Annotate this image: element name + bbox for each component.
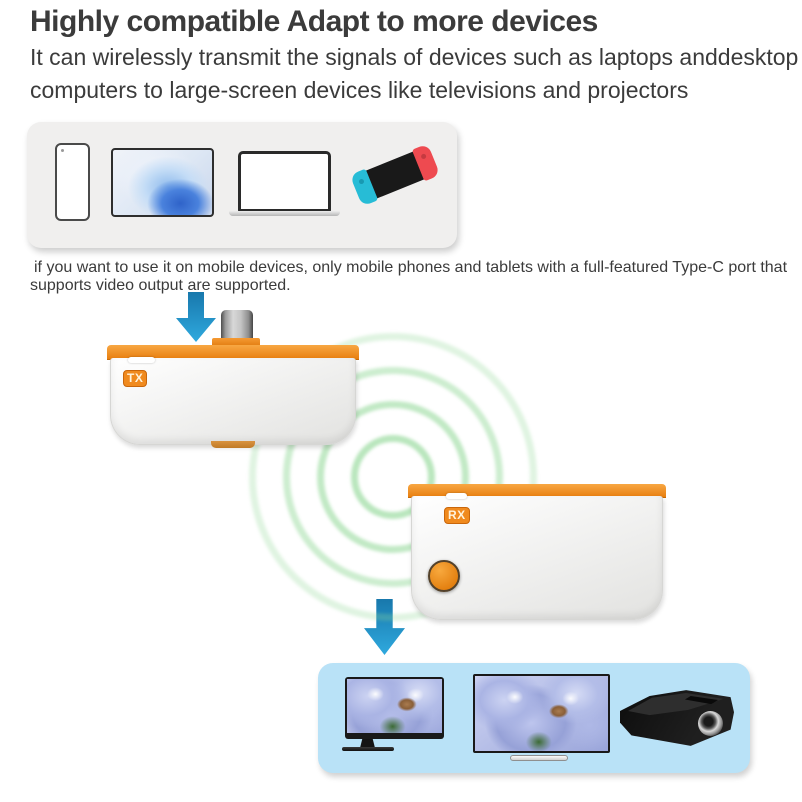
tv-screen	[475, 676, 608, 751]
rx-indicator-slot	[446, 493, 467, 499]
tx-body	[110, 358, 356, 445]
tx-orange-strip	[107, 345, 359, 359]
signal-ring	[249, 333, 537, 621]
usb-c-plug-icon	[221, 310, 253, 340]
subtitle-line-1: It can wirelessly transmit the signals o…	[30, 44, 799, 70]
transmitter-device: TX	[107, 345, 359, 448]
subtitle-line-2: computers to large-screen devices like t…	[30, 77, 689, 103]
tx-label-badge: TX	[123, 370, 148, 387]
typec-note-line-1: if you want to use it on mobile devices,…	[34, 259, 788, 276]
smartphone-icon	[55, 143, 90, 221]
down-arrow-icon	[176, 292, 216, 342]
monitor-base	[342, 747, 394, 751]
source-devices-panel	[27, 122, 457, 248]
tv-stand	[510, 755, 568, 761]
laptop-icon	[238, 151, 331, 212]
receiver-device: RX	[408, 484, 666, 620]
rx-orange-strip	[408, 484, 666, 497]
tx-bottom-tab	[211, 441, 255, 448]
monitor-icon	[345, 677, 444, 739]
phone-camera-dot	[61, 149, 64, 152]
rx-power-button	[428, 560, 460, 592]
typec-note-line-2: supports video output are supported.	[30, 277, 291, 294]
laptop-base	[229, 211, 340, 216]
joycon-stick	[358, 178, 365, 185]
game-console-icon	[349, 143, 441, 207]
projector-lens	[698, 711, 723, 736]
monitor-screen	[347, 679, 442, 733]
projector-vent	[684, 695, 719, 705]
monitor-stand	[360, 739, 375, 748]
tx-indicator-slot	[128, 357, 155, 363]
display-devices-panel	[318, 663, 750, 773]
tv-icon	[473, 674, 610, 753]
tablet-icon	[111, 148, 214, 217]
projector-icon	[620, 689, 734, 747]
joycon-stick	[420, 153, 427, 160]
usb-c-plug-base	[212, 338, 260, 347]
page-title: Highly compatible Adapt to more devices	[30, 5, 598, 38]
rx-label-badge: RX	[444, 507, 470, 524]
